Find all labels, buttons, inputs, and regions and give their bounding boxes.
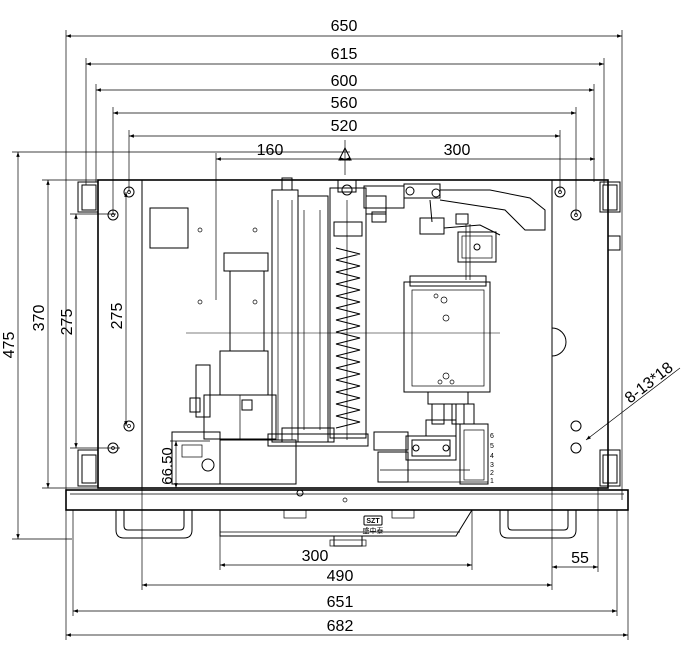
dim-682: 682 xyxy=(327,618,354,635)
dim-651: 651 xyxy=(327,594,354,611)
terminal-label: 2 xyxy=(490,470,494,477)
logo-text: 盛中泰 xyxy=(363,526,384,535)
mounting-holes xyxy=(107,186,582,454)
dim-300-bottom: 300 xyxy=(302,548,329,565)
closing-spring xyxy=(329,179,367,440)
terminal-label: 1 xyxy=(490,478,494,485)
dim-66-50: 66.50 xyxy=(159,447,176,485)
dim-55: 55 xyxy=(571,550,589,567)
breaker-frame xyxy=(77,179,621,489)
dim-615: 615 xyxy=(331,46,358,63)
manufacturer-logo: SZT 盛中泰 xyxy=(363,515,384,535)
dim-275-inner: 275 xyxy=(109,303,126,330)
vacuum-interrupter-assembly xyxy=(171,252,297,485)
top-dimensions: 650 615 600 560 520 160 300 xyxy=(65,18,623,500)
dim-650: 650 xyxy=(331,18,358,35)
auxiliary-switch: 6 5 4 3 2 1 xyxy=(373,403,494,485)
dim-275-outer: 275 xyxy=(59,309,76,336)
terminal-labels: 6 5 4 3 2 1 xyxy=(490,433,494,485)
support-columns xyxy=(267,177,369,447)
logo-badge: SZT xyxy=(366,518,380,525)
coil-housing xyxy=(403,275,491,425)
holes-callout: 8-13*18 xyxy=(585,359,681,441)
terminal-label: 4 xyxy=(490,453,494,460)
top-linkage xyxy=(363,183,546,280)
terminal-label: 6 xyxy=(490,433,494,440)
dim-475: 475 xyxy=(1,332,18,359)
dim-490: 490 xyxy=(327,568,354,585)
dim-160: 160 xyxy=(257,142,284,159)
dim-520: 520 xyxy=(331,118,358,135)
dim-600: 600 xyxy=(331,73,358,90)
dim-300-top: 300 xyxy=(444,142,471,159)
bottom-dimensions: 300 490 55 651 682 xyxy=(65,488,629,640)
terminal-label: 3 xyxy=(490,462,494,469)
holes-note: 8-13*18 xyxy=(622,359,677,407)
dim-370: 370 xyxy=(31,305,48,332)
chassis-base xyxy=(65,489,629,547)
dim-560: 560 xyxy=(331,95,358,112)
terminal-label: 5 xyxy=(490,443,494,450)
